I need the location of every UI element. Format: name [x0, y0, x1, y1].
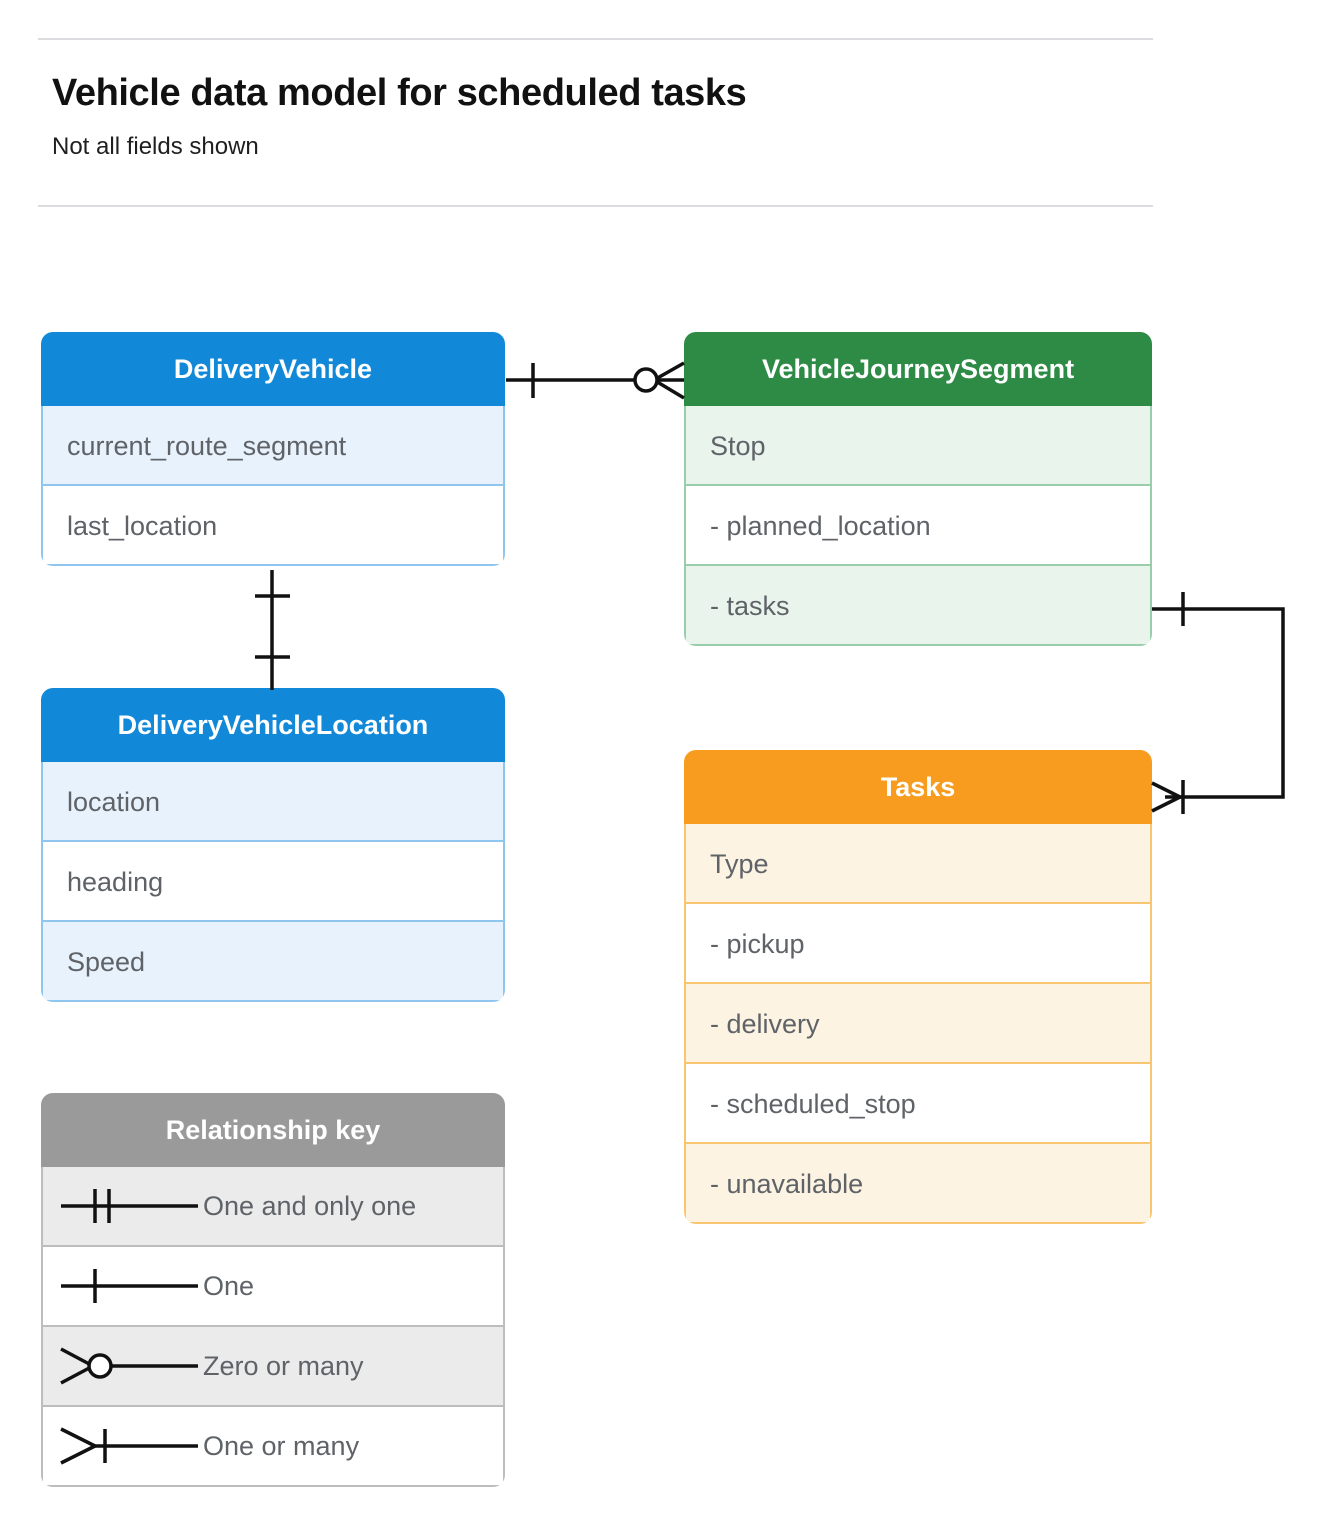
entity-field-row: heading — [41, 842, 505, 922]
one-icon — [43, 1247, 203, 1325]
page-subtitle: Not all fields shown — [52, 133, 259, 160]
entity-field-row: Stop — [684, 406, 1152, 486]
entity-field-row: last_location — [41, 486, 505, 566]
legend-item-one: One — [41, 1247, 505, 1327]
relationship-key-legend: Relationship key One and only one One — [41, 1093, 505, 1487]
entity-title: DeliveryVehicle — [41, 332, 505, 406]
entity-tasks[interactable]: Tasks Type - pickup - delivery - schedul… — [684, 750, 1152, 1224]
connector-deliveryvehicle-to-location — [255, 570, 290, 690]
one-or-many-icon — [43, 1407, 203, 1485]
entity-title: DeliveryVehicleLocation — [41, 688, 505, 762]
entity-delivery-vehicle[interactable]: DeliveryVehicle current_route_segment la… — [41, 332, 505, 566]
entity-field-row: current_route_segment — [41, 406, 505, 486]
connector-journeysegment-to-tasks — [1151, 592, 1285, 814]
legend-item-label: Zero or many — [203, 1350, 364, 1381]
one-and-only-one-icon — [43, 1167, 203, 1245]
entity-title: Tasks — [684, 750, 1152, 824]
legend-item-one-or-many: One or many — [41, 1407, 505, 1487]
entity-vehicle-journey-segment[interactable]: VehicleJourneySegment Stop - planned_loc… — [684, 332, 1152, 646]
entity-field-row: - scheduled_stop — [684, 1064, 1152, 1144]
entity-field-row: - tasks — [684, 566, 1152, 646]
entity-delivery-vehicle-location[interactable]: DeliveryVehicleLocation location heading… — [41, 688, 505, 1002]
entity-field-row: Type — [684, 824, 1152, 904]
header-divider-bottom — [38, 205, 1153, 207]
entity-field-row: - delivery — [684, 984, 1152, 1064]
page-title: Vehicle data model for scheduled tasks — [52, 72, 747, 114]
legend-title: Relationship key — [41, 1093, 505, 1167]
zero-or-many-icon — [43, 1327, 203, 1405]
legend-item-label: One and only one — [203, 1190, 417, 1221]
entity-field-row: location — [41, 762, 505, 842]
entity-field-row: - pickup — [684, 904, 1152, 984]
legend-item-label: One or many — [203, 1430, 360, 1461]
entity-field-row: - unavailable — [684, 1144, 1152, 1224]
connector-deliveryvehicle-to-journeysegment — [506, 361, 685, 400]
entity-title: VehicleJourneySegment — [684, 332, 1152, 406]
entity-field-row: - planned_location — [684, 486, 1152, 566]
legend-item-zero-or-many: Zero or many — [41, 1327, 505, 1407]
entity-field-row: Speed — [41, 922, 505, 1002]
header-divider-top — [38, 38, 1153, 40]
legend-item-one-and-only-one: One and only one — [41, 1167, 505, 1247]
legend-item-label: One — [203, 1270, 255, 1301]
